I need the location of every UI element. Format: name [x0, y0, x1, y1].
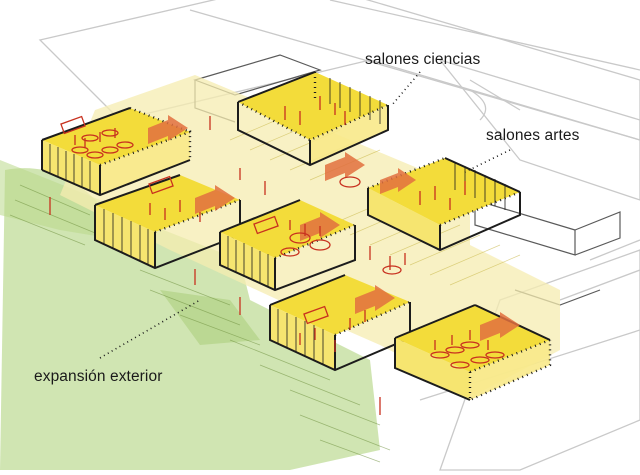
grass-hatching [9, 184, 391, 463]
classroom-box-5 [394, 304, 552, 402]
annotation-leaders [99, 71, 511, 359]
label-expansion-exterior: expansión exterior [34, 368, 163, 385]
label-salones-artes: salones artes [486, 127, 580, 144]
people-and-furniture-sketches [49, 96, 505, 415]
classroom-box-2 [94, 174, 241, 270]
classroom-box-ciencias-1 [237, 71, 389, 167]
classroom-box-1 [41, 106, 192, 197]
label-salones-ciencias: salones ciencias [365, 51, 481, 68]
